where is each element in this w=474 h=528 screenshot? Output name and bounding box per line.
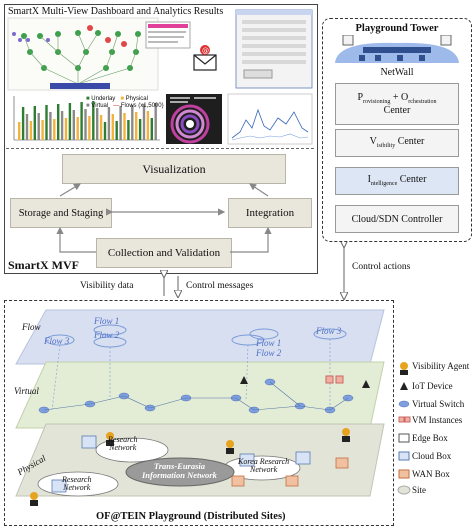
status-thumbnail <box>145 21 191 49</box>
intelligence-center-box: Intelligence Center <box>335 167 459 195</box>
legend-wan-box: WAN Box <box>412 469 450 479</box>
netwall-graphic <box>335 35 459 63</box>
thumbnail-bar <box>138 119 142 140</box>
thumbnail-bar <box>21 107 25 140</box>
mvf-label: SmartX MVF <box>8 258 79 272</box>
flow3-label-right: Flow 3 <box>316 326 342 336</box>
legend-site: Site <box>412 485 427 495</box>
radial-chart-thumbnail <box>166 94 222 144</box>
tower-title: Playground Tower <box>355 23 439 34</box>
thumbnail-bar <box>127 120 130 140</box>
thumbnail-bar <box>64 118 68 140</box>
thumbnail-bar <box>84 109 87 140</box>
thumbnail-bar <box>92 101 95 140</box>
thumbnail-bar <box>37 113 40 140</box>
dashboard-title: SmartX Multi-View Dashboard and Analytic… <box>8 6 224 17</box>
svg-text:@: @ <box>202 47 209 55</box>
thumbnail-bar <box>123 113 126 140</box>
legend-vm-instances: VM Instances <box>412 415 463 425</box>
thumbnail-bar <box>99 115 103 140</box>
legend-iot-device: IoT Device <box>412 381 453 391</box>
thumbnail-bar <box>72 110 75 140</box>
legend-virtual-switch: Virtual Switch <box>412 399 465 409</box>
thumbnail-bar <box>154 103 157 140</box>
thumbnail-bar <box>150 118 153 140</box>
thumbnail-bar <box>29 121 33 140</box>
control-actions-label: Control actions <box>352 262 411 272</box>
research-network-label-1: Research Network <box>108 435 138 452</box>
thumbnail-bar <box>88 116 91 140</box>
thumbnail-bar <box>131 105 134 140</box>
thumbnail-bar <box>41 120 44 140</box>
thumbnail-bar <box>68 103 72 140</box>
cloud-sdn-controller-box: Cloud/SDN Controller <box>335 205 459 233</box>
thumbnail-bar <box>115 121 118 140</box>
virtual-plane <box>15 361 385 429</box>
collection-validation-box: Collection and Validation <box>96 238 232 268</box>
flow2-label: Flow 2 <box>94 330 120 340</box>
visibility-center-box: Visibility Center <box>335 129 459 157</box>
thumbnail-bar <box>18 122 21 140</box>
thumbnail-bar <box>119 106 122 140</box>
thumbnail-bar <box>76 117 79 140</box>
thumbnail-bar <box>96 108 99 140</box>
thumbnail-bar <box>103 122 107 140</box>
storage-staging-box: Storage and Staging <box>10 198 112 228</box>
window-thumbnail <box>235 9 313 89</box>
thumbnail-bar <box>80 102 83 140</box>
thumbnail-bar <box>107 107 111 140</box>
netwall-label: NetWall <box>380 67 414 78</box>
bar-chart-thumbnail <box>13 96 160 141</box>
flow2-label-right: Flow 2 <box>256 348 282 358</box>
playground-tower: Playground Tower NetWall Provisioning + … <box>322 18 472 242</box>
playground-title: OF@TEIN Playground (Distributed Sites) <box>96 511 286 522</box>
flow1-label-right: Flow 1 <box>256 338 282 348</box>
thumbnail-bar <box>111 114 114 140</box>
thumbnail-bar <box>53 119 56 140</box>
thumbnail-bar <box>25 114 29 140</box>
research-network-label-2: Research Network <box>62 475 92 492</box>
thumbnail-bar <box>60 111 64 140</box>
thumbnail-bar <box>45 105 48 140</box>
control-messages-label: Control messages <box>186 281 254 291</box>
thumbnail-bar <box>135 112 138 140</box>
visualization-box: Visualization <box>62 154 286 184</box>
thumbnail-bar <box>49 112 52 140</box>
thumbnail-bar <box>146 111 150 140</box>
legend-visibility-agent: Visibility Agent <box>412 361 470 371</box>
flow3-label: Flow 3 <box>44 336 70 346</box>
thumbnail-bar <box>142 104 146 140</box>
topology-thumbnail <box>7 17 159 91</box>
flow-layer-label: Flow <box>22 322 41 332</box>
chart-legend: ■ Underlay ■ Physical ■ Virtual — Flows … <box>86 96 164 110</box>
legend-edge-box: Edge Box <box>412 433 448 443</box>
line-chart-thumbnail <box>227 93 313 145</box>
dashboard-separator <box>6 148 314 149</box>
thumbnail-bar <box>57 104 60 140</box>
thumbnail-bar <box>33 106 36 140</box>
mail-icon: @ <box>193 45 217 71</box>
virtual-layer-label: Virtual <box>14 386 39 396</box>
legend-cloud-box: Cloud Box <box>412 451 452 461</box>
integration-box: Integration <box>228 198 312 228</box>
visibility-data-label: Visibility data <box>80 281 134 291</box>
flow1-label: Flow 1 <box>94 316 120 326</box>
trans-eurasia-label: Trans-Eurasia Information Network <box>142 461 217 481</box>
legend-icons <box>397 362 411 495</box>
korea-research-label: Korea Research Network <box>238 457 290 474</box>
